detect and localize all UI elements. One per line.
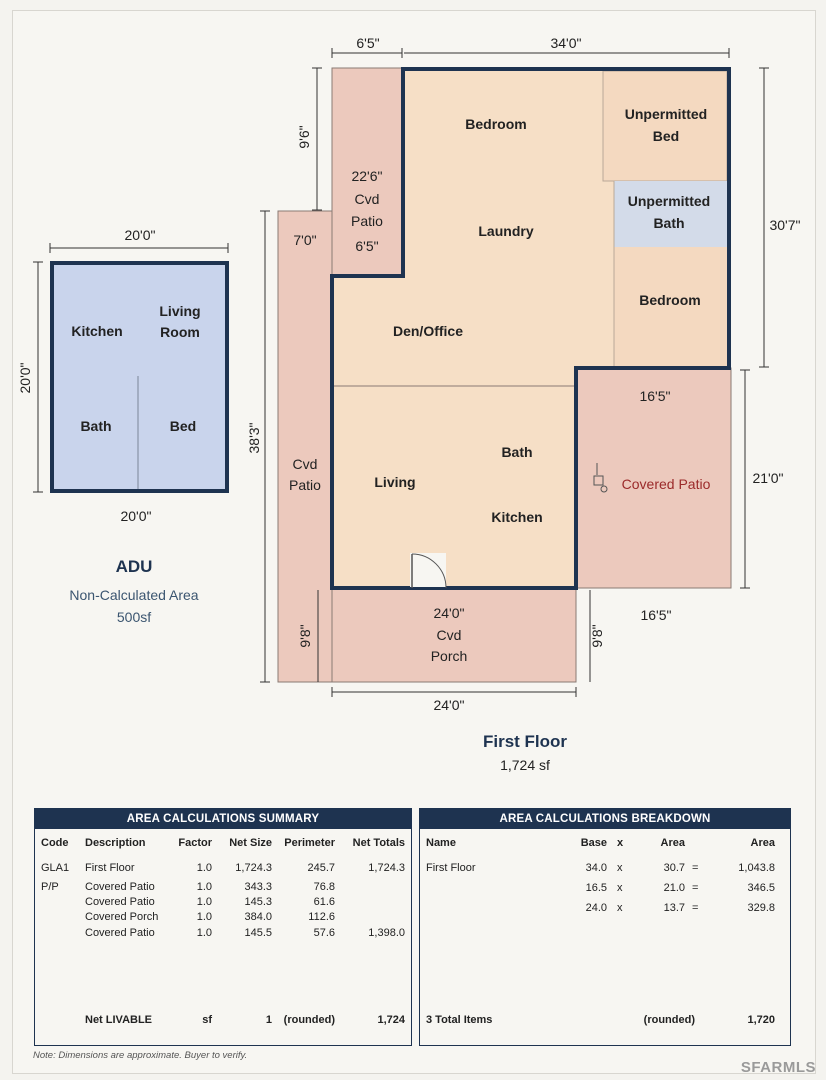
adu-title: ADU bbox=[115, 557, 153, 576]
cvd-patio-top-dim: 22'6" bbox=[351, 168, 382, 184]
dim-porch-right: 9'8" bbox=[589, 624, 605, 647]
area-summary-panel: AREA CALCULATIONS SUMMARY Code Descripti… bbox=[34, 808, 412, 1046]
cvd-porch bbox=[331, 587, 577, 683]
cvd-patio-left-label-1: Cvd bbox=[293, 456, 318, 472]
cvd-patio-left bbox=[277, 210, 333, 683]
porch-label-2: Porch bbox=[431, 648, 468, 664]
room-unpermitted-bath-2: Bath bbox=[653, 215, 684, 231]
adu-room-bed: Bed bbox=[170, 418, 196, 434]
floor-title: First Floor bbox=[482, 732, 568, 751]
dim-patio-inner-top: 16'5" bbox=[639, 388, 670, 404]
area-breakdown-panel: AREA CALCULATIONS BREAKDOWN Name Base x … bbox=[419, 808, 791, 1046]
summary-header-net-size: Net Size bbox=[229, 837, 272, 849]
adu-dim-bottom: 20'0" bbox=[120, 508, 151, 524]
adu-room-kitchen: Kitchen bbox=[71, 323, 122, 339]
porch-label-1: Cvd bbox=[437, 627, 462, 643]
adu-room-bath: Bath bbox=[80, 418, 111, 434]
cvd-patio-top-dim-2: 6'5" bbox=[355, 238, 378, 254]
dim-porch-bottom: 24'0" bbox=[433, 697, 464, 713]
dim-left-long: 38'3" bbox=[246, 422, 262, 453]
area-summary-title: AREA CALCULATIONS SUMMARY bbox=[35, 809, 411, 829]
dim-porch-left: 9'8" bbox=[297, 624, 313, 647]
mls-watermark: SFARMLS bbox=[740, 1059, 816, 1076]
breakdown-header-area-total: Area bbox=[750, 837, 775, 849]
adu-subtitle: Non-Calculated Area bbox=[69, 587, 199, 603]
adu-dim-left: 20'0" bbox=[17, 362, 33, 393]
room-kitchen: Kitchen bbox=[491, 509, 542, 525]
breakdown-header-x: x bbox=[617, 837, 624, 849]
adu-plan: 20'0" 20'0" 20'0" Kitchen Living Room Ba… bbox=[17, 227, 229, 524]
room-unpermitted-bed-2: Bed bbox=[653, 128, 679, 144]
summary-header-description: Description bbox=[85, 837, 146, 849]
main-dimension-labels: 6'5" 34'0" 9'6" 30'7" 38'3" 21'0" 16'5" … bbox=[246, 35, 801, 713]
adu-room-living-1: Living bbox=[159, 303, 200, 319]
summary-header-perimeter: Perimeter bbox=[284, 837, 335, 849]
main-house bbox=[330, 67, 731, 590]
adu-area: 500sf bbox=[116, 609, 152, 625]
main-dimensions bbox=[260, 48, 769, 697]
room-bedroom-right: Bedroom bbox=[639, 292, 700, 308]
cvd-patio-top-label-2: Patio bbox=[351, 213, 383, 229]
adu-outline bbox=[50, 261, 229, 493]
dim-patio-bottom: 16'5" bbox=[640, 607, 671, 623]
floor-area: 1,724 sf bbox=[500, 757, 550, 773]
cvd-patio-top-label-1: Cvd bbox=[355, 191, 380, 207]
covered-patio-right bbox=[575, 367, 732, 589]
summary-header-code: Code bbox=[41, 837, 69, 849]
room-unpermitted-bed-1: Unpermitted bbox=[625, 106, 707, 122]
adu-room-living-2: Room bbox=[160, 324, 200, 340]
room-living: Living bbox=[374, 474, 415, 490]
room-covered-patio: Covered Patio bbox=[622, 476, 711, 492]
entry-door-opening bbox=[410, 553, 446, 587]
room-bath: Bath bbox=[501, 444, 532, 460]
summary-header-factor: Factor bbox=[178, 837, 212, 849]
summary-header-net-totals: Net Totals bbox=[352, 837, 405, 849]
exterior-areas bbox=[277, 67, 732, 683]
dim-porch-top: 24'0" bbox=[433, 605, 464, 621]
dim-left-upper: 9'6" bbox=[296, 125, 312, 148]
dim-top-left: 6'5" bbox=[356, 35, 379, 51]
main-floor-outline bbox=[330, 67, 731, 590]
room-labels: Bedroom Laundry Den/Office Unpermitted B… bbox=[289, 106, 711, 664]
cvd-patio-left-dim: 7'0" bbox=[293, 232, 316, 248]
cvd-patio-left-label-2: Patio bbox=[289, 477, 321, 493]
breakdown-header-base: Base bbox=[580, 837, 607, 849]
unpermitted-bath-area bbox=[614, 181, 727, 247]
unpermitted-bed-area bbox=[602, 70, 728, 182]
room-laundry: Laundry bbox=[478, 223, 533, 239]
breakdown-header-area: Area bbox=[660, 837, 685, 849]
adu-dim-top: 20'0" bbox=[124, 227, 155, 243]
entry-door-swing bbox=[411, 553, 447, 589]
dim-top-right: 34'0" bbox=[550, 35, 581, 51]
room-unpermitted-bath-1: Unpermitted bbox=[628, 193, 710, 209]
breakdown-header-name: Name bbox=[426, 837, 456, 849]
bedroom-right-area bbox=[614, 247, 727, 366]
disclaimer-note: Note: Dimensions are approximate. Buyer … bbox=[33, 1050, 248, 1061]
area-breakdown-title: AREA CALCULATIONS BREAKDOWN bbox=[420, 809, 790, 829]
room-bedroom-top: Bedroom bbox=[465, 116, 526, 132]
patio-grill-icon bbox=[593, 463, 608, 493]
dim-right-mid: 21'0" bbox=[752, 470, 783, 486]
room-den-office: Den/Office bbox=[393, 323, 463, 339]
cvd-patio-top bbox=[331, 67, 404, 277]
dim-right-upper: 30'7" bbox=[769, 217, 800, 233]
